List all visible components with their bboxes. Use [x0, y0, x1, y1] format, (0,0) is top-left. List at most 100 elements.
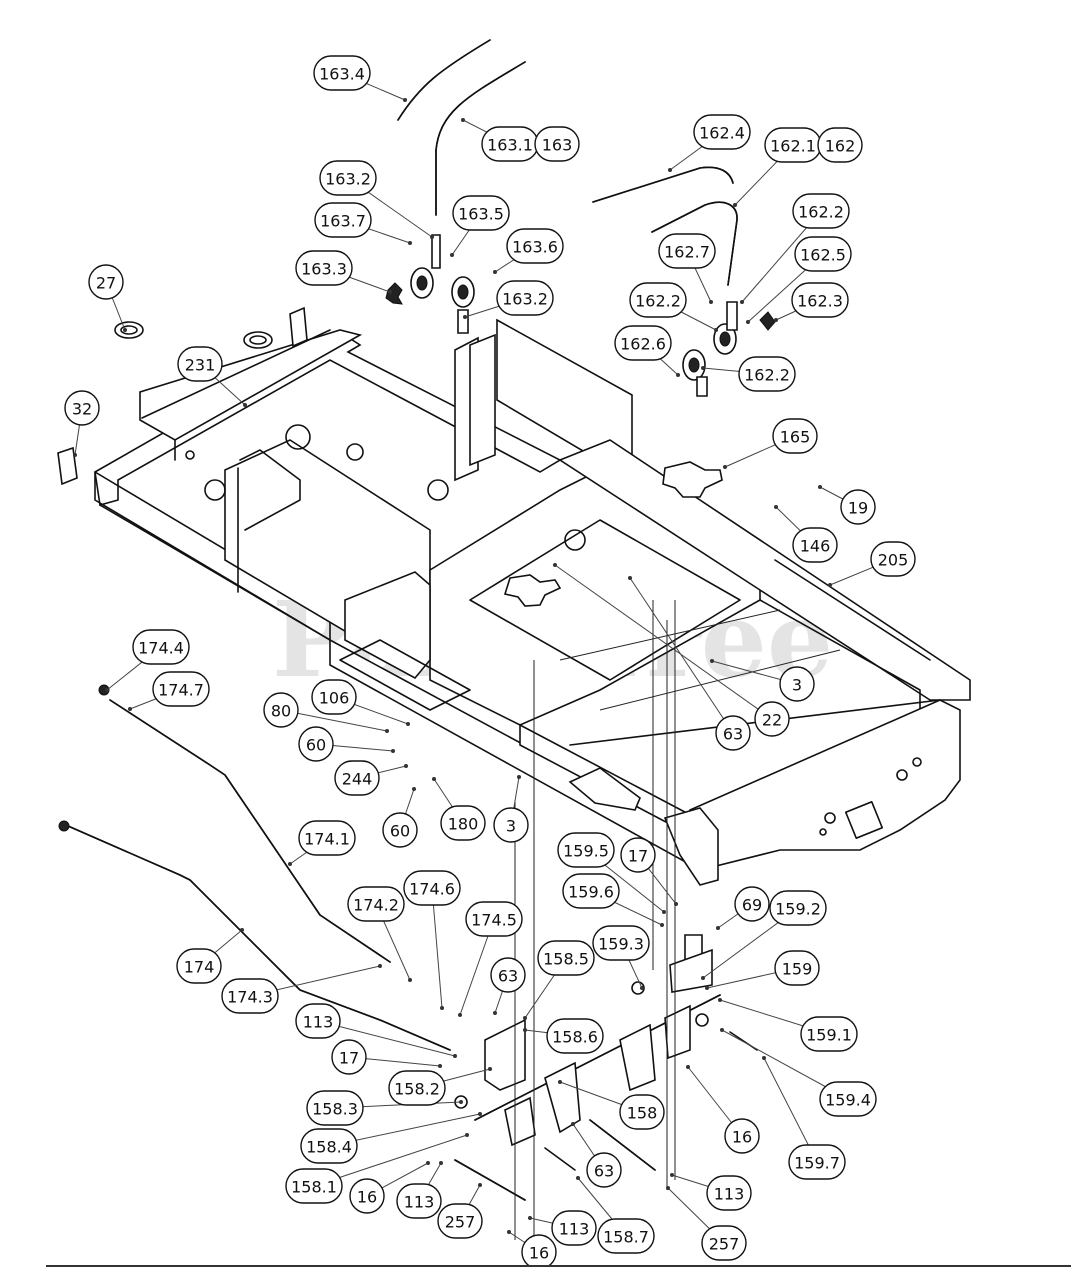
part-callout-159[interactable]: 159: [774, 950, 820, 986]
callout-bubble: [754, 701, 790, 737]
callout-bubble: [658, 233, 716, 269]
part-callout-159.3[interactable]: 159.3: [592, 925, 650, 961]
part-callout-3[interactable]: 3: [779, 666, 815, 702]
part-callout-60[interactable]: 60: [298, 726, 334, 762]
part-callout-32[interactable]: 32: [64, 390, 100, 426]
leader-endpoint: [385, 729, 389, 733]
callout-bubble: [534, 126, 580, 162]
part-callout-159.6[interactable]: 159.6: [562, 873, 620, 909]
part-callout-163.1[interactable]: 163.1: [481, 126, 539, 162]
part-callout-180[interactable]: 180: [440, 805, 486, 841]
part-callout-174.6[interactable]: 174.6: [403, 870, 461, 906]
callout-bubble: [800, 1016, 858, 1052]
callout-bubble: [64, 390, 100, 426]
part-callout-113[interactable]: 113: [396, 1183, 442, 1219]
part-callout-162.5[interactable]: 162.5: [794, 236, 852, 272]
part-callout-16[interactable]: 16: [521, 1234, 557, 1270]
part-callout-163.6[interactable]: 163.6: [506, 228, 564, 264]
part-callout-163[interactable]: 163: [534, 126, 580, 162]
part-callout-80[interactable]: 80: [263, 692, 299, 728]
part-callout-17[interactable]: 17: [331, 1039, 367, 1075]
part-callout-158.3[interactable]: 158.3: [306, 1090, 364, 1126]
part-callout-63[interactable]: 63: [586, 1152, 622, 1188]
part-callout-69[interactable]: 69: [734, 886, 770, 922]
part-callout-113[interactable]: 113: [551, 1210, 597, 1246]
part-callout-163.2[interactable]: 163.2: [319, 160, 377, 196]
callout-bubble: [300, 1128, 358, 1164]
part-callout-159.2[interactable]: 159.2: [769, 890, 827, 926]
part-callout-3[interactable]: 3: [493, 807, 529, 843]
callout-bubble: [870, 541, 916, 577]
part-callout-174.2[interactable]: 174.2: [347, 886, 405, 922]
part-callout-162.2[interactable]: 162.2: [738, 356, 796, 392]
part-callout-163.7[interactable]: 163.7: [314, 202, 372, 238]
part-callout-162.6[interactable]: 162.6: [614, 325, 672, 361]
part-callout-162.1[interactable]: 162.1: [764, 127, 822, 163]
part-callout-162.2[interactable]: 162.2: [629, 282, 687, 318]
part-callout-174.3[interactable]: 174.3: [221, 978, 279, 1014]
part-callout-158.5[interactable]: 158.5: [537, 940, 595, 976]
part-callout-163.3[interactable]: 163.3: [295, 250, 353, 286]
part-callout-22[interactable]: 22: [754, 701, 790, 737]
part-callout-174.4[interactable]: 174.4: [132, 629, 190, 665]
part-callout-257[interactable]: 257: [437, 1203, 483, 1239]
part-callout-257[interactable]: 257: [701, 1225, 747, 1261]
callout-bubble: [349, 1178, 385, 1214]
leader-endpoint: [507, 1230, 511, 1234]
part-callout-159.1[interactable]: 159.1: [800, 1016, 858, 1052]
part-callout-163.5[interactable]: 163.5: [452, 195, 510, 231]
callout-bubble: [306, 1090, 364, 1126]
part-callout-16[interactable]: 16: [724, 1118, 760, 1154]
part-callout-158.7[interactable]: 158.7: [597, 1218, 655, 1254]
callout-bubble: [562, 873, 620, 909]
bottom-border: [46, 1265, 1071, 1282]
callout-bubble: [734, 886, 770, 922]
leader-endpoint: [716, 926, 720, 930]
part-callout-174.7[interactable]: 174.7: [152, 671, 210, 707]
part-callout-158.4[interactable]: 158.4: [300, 1128, 358, 1164]
part-callout-113[interactable]: 113: [706, 1175, 752, 1211]
part-callout-158.1[interactable]: 158.1: [285, 1168, 343, 1204]
part-callout-244[interactable]: 244: [334, 760, 380, 796]
part-callout-163.2[interactable]: 163.2: [496, 280, 554, 316]
part-callout-162.2[interactable]: 162.2: [792, 193, 850, 229]
part-callout-106[interactable]: 106: [311, 679, 357, 715]
part-callout-63[interactable]: 63: [490, 957, 526, 993]
part-callout-165[interactable]: 165: [772, 418, 818, 454]
part-callout-158[interactable]: 158: [619, 1094, 665, 1130]
part-callout-158.6[interactable]: 158.6: [546, 1018, 604, 1054]
part-callout-163.4[interactable]: 163.4: [313, 55, 371, 91]
part-callout-19[interactable]: 19: [840, 489, 876, 525]
part-callout-174.5[interactable]: 174.5: [465, 901, 523, 937]
callout-label: 174: [184, 958, 215, 977]
part-callout-16[interactable]: 16: [349, 1178, 385, 1214]
callout-label: 158: [627, 1104, 658, 1123]
part-callout-174.1[interactable]: 174.1: [298, 820, 356, 856]
part-callout-17[interactable]: 17: [620, 837, 656, 873]
callout-label: 17: [339, 1049, 359, 1068]
callout-label: 159.6: [568, 883, 614, 902]
part-callout-231[interactable]: 231: [177, 346, 223, 382]
leader-endpoint: [404, 764, 408, 768]
part-callout-205[interactable]: 205: [870, 541, 916, 577]
callout-bubble: [298, 820, 356, 856]
part-callout-158.2[interactable]: 158.2: [388, 1070, 446, 1106]
part-callout-63[interactable]: 63: [715, 715, 751, 751]
leader-endpoint: [73, 453, 77, 457]
part-callout-159.5[interactable]: 159.5: [557, 832, 615, 868]
callout-label: 113: [404, 1193, 435, 1212]
part-callout-162[interactable]: 162: [817, 127, 863, 163]
leader-endpoint: [288, 862, 292, 866]
callout-label: 162.2: [744, 366, 790, 385]
part-callout-162.4[interactable]: 162.4: [693, 114, 751, 150]
part-callout-27[interactable]: 27: [88, 264, 124, 300]
part-callout-159.4[interactable]: 159.4: [819, 1081, 877, 1117]
part-callout-146[interactable]: 146: [792, 527, 838, 563]
callout-bubble: [295, 250, 353, 286]
part-callout-162.7[interactable]: 162.7: [658, 233, 716, 269]
part-callout-113[interactable]: 113: [295, 1003, 341, 1039]
part-callout-162.3[interactable]: 162.3: [791, 282, 849, 318]
part-callout-159.7[interactable]: 159.7: [788, 1144, 846, 1180]
part-callout-174[interactable]: 174: [176, 948, 222, 984]
part-callout-60[interactable]: 60: [382, 812, 418, 848]
